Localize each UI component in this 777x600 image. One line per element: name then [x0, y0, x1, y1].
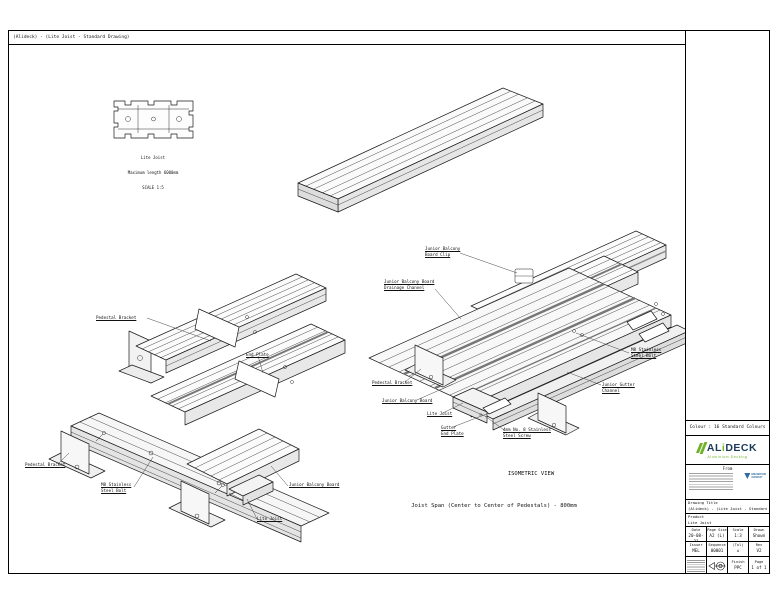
profile-name-label: Lite Joist	[140, 155, 166, 160]
rev-cell: Rev V2	[755, 543, 763, 553]
from-label: From	[722, 466, 733, 471]
callout-pedestal-bracket-top: Pedestal Bracket	[96, 315, 137, 320]
fields-row-2: Issuer MEL Sequence 00001 (Tol) ± Rev V2	[686, 541, 769, 556]
right-assembly-drawing	[368, 230, 687, 436]
brand-tagline: Aluminium Decking	[707, 454, 748, 459]
callout-junior-balcony-board-right: Junior Balcony Board	[382, 398, 433, 403]
drawing-title-label: Drawing Title	[688, 500, 718, 505]
date-cell: Date 20-08-21	[686, 527, 707, 541]
issuer-cell: Issuer MEL	[686, 542, 707, 556]
sequence-cell: Sequence 00001	[707, 542, 728, 556]
alideck-logo: ALiDECK Aluminium Decking	[686, 435, 769, 464]
profile-max-length-label: Maximum length 6000mm	[127, 170, 179, 175]
callout-lite-joist-right: Lite Joist	[427, 411, 453, 416]
colour-note: Colour : 16 Standard Colours	[686, 420, 769, 435]
page-size-cell: Page Size A2 (L)	[707, 527, 728, 541]
disclaimer-finetext	[689, 473, 733, 492]
callout-gutter-end-plate: Gutter End Plate	[441, 425, 464, 436]
callout-pedestal-bracket-right: Pedestal Bracket	[372, 380, 413, 385]
title-block-empty-area	[686, 31, 769, 420]
callout-junior-balcony-board-left: Junior Balcony Board	[289, 482, 340, 487]
bottom-row: Finish PPC Page 1 of 1	[686, 556, 769, 573]
scale-cell: Scale 1:3	[728, 527, 749, 541]
sheet-title-strip: (Alideck) - (Lite Joist - Standard Drawi…	[9, 31, 687, 45]
sheet-title-text: (Alideck) - (Lite Joist - Standard Drawi…	[13, 35, 130, 40]
title-block: Colour : 16 Standard Colours ALiDECK Alu…	[685, 31, 769, 573]
third-angle-projection-icon	[708, 561, 726, 570]
callout-pedestal-bracket-bottom: Pedestal Bracket	[25, 462, 66, 467]
drawing-title-cell: Drawing Title (Alideck) - (Lite Joist - …	[686, 499, 769, 513]
callout-end-plate: End Plate	[246, 352, 269, 357]
callout-m8-bolt-left: M8 Stainless Steel Bolt	[101, 482, 132, 493]
product-label: Product	[688, 514, 705, 519]
drawn-cell: Drawn Shown	[752, 528, 766, 538]
joist-span-caption: Joist Span (Center to Center of Pedestal…	[411, 503, 577, 509]
drawing-area: Lite Joist Maximum length 6000mm SCALE 1…	[9, 45, 687, 573]
profile-scale-label: SCALE 1:5	[142, 185, 164, 190]
product-cell: Product Lite Joist	[686, 513, 769, 526]
cad-line-art	[48, 87, 687, 543]
sheet-border: (Alideck) - (Lite Joist - Standard Drawi…	[8, 30, 770, 574]
tol-cell: (Tol) ±	[728, 542, 749, 556]
finish-cell: Finish PPC	[728, 557, 749, 573]
callout-drainage-channel: Junior Balcony Board Drainage Channel	[384, 279, 435, 290]
page-cell: Page 1 of 1	[751, 560, 767, 570]
drawing-title-value: (Alideck) - (Lite Joist - Standard Drawi…	[688, 505, 767, 511]
product-value: Lite Joist	[688, 519, 712, 525]
isometric-view-caption: ISOMETRIC VIEW	[507, 471, 555, 477]
milwood-mark-icon	[744, 473, 751, 479]
callout-lite-joist-left: Lite Joist	[257, 516, 283, 521]
left-assembly-drawing	[48, 273, 346, 543]
profile-section-drawing	[113, 100, 194, 139]
projection-symbol-cell	[707, 557, 728, 573]
long-joist-drawing	[297, 87, 544, 213]
callout-gutter-channel: Junior Gutter Channel	[602, 382, 635, 393]
bottom-finetext-cell	[686, 557, 707, 573]
callout-board-clip: Junior Balcony Board Clip	[425, 246, 461, 257]
fields-row-1: Date 20-08-21 Page Size A2 (L) Scale 1:3…	[686, 526, 769, 541]
leader-lines	[57, 252, 630, 520]
callout-m8-bolt-right: M8 Stainless Steel Bolt	[631, 347, 662, 358]
callout-steel-screw: 4mm No. 8 Stainless Steel Screw	[503, 427, 551, 438]
finetext-block	[687, 559, 705, 572]
brand-name: ALiDECK	[706, 441, 758, 454]
